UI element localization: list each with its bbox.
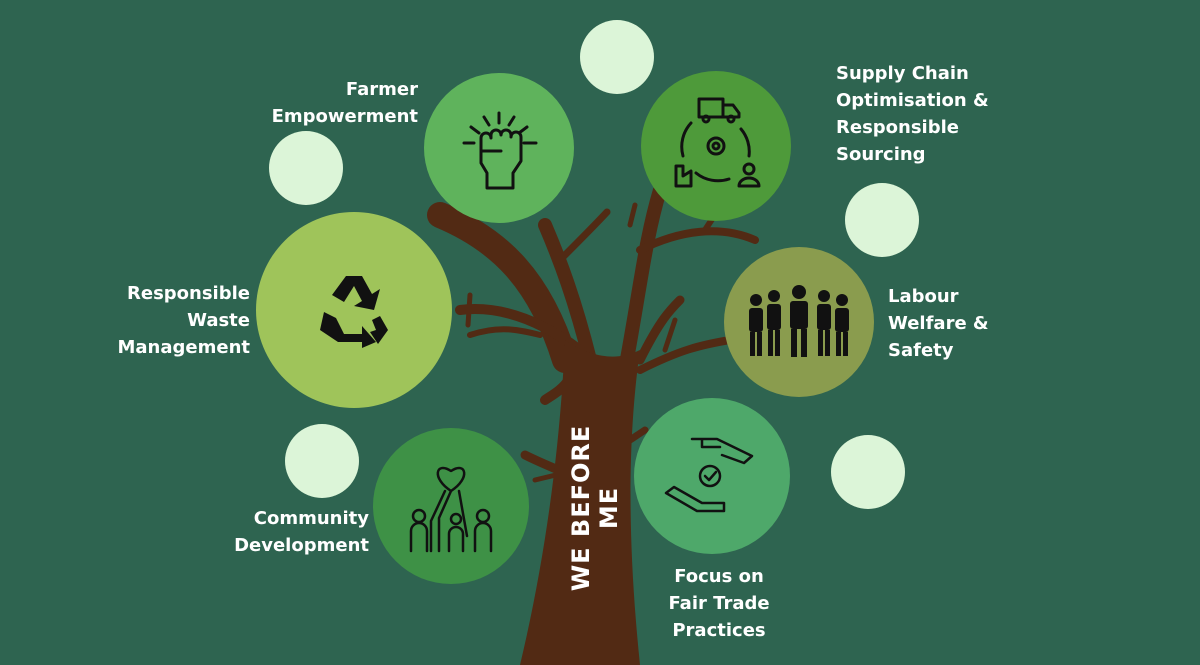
raised-fist-icon bbox=[462, 111, 538, 190]
label-line: Welfare & bbox=[888, 313, 989, 334]
label-line: Management bbox=[117, 337, 251, 358]
fair-trade-label: Focus on Fair Trade Practices bbox=[619, 563, 819, 644]
supply-chain-circle bbox=[641, 71, 791, 221]
label-line: Responsible bbox=[127, 283, 250, 304]
farmer-empowerment-label: Farmer Empowerment bbox=[272, 76, 418, 130]
label-line: Fair Trade bbox=[668, 593, 770, 614]
supply-chain-label: Supply Chain Optimisation & Responsible … bbox=[836, 60, 989, 168]
community-development-label: Community Development bbox=[234, 505, 369, 559]
decorative-dot bbox=[285, 424, 359, 498]
community-heart-icon bbox=[409, 466, 493, 553]
decorative-dot bbox=[269, 131, 343, 205]
decorative-dot bbox=[831, 435, 905, 509]
workers-group-icon bbox=[749, 285, 849, 357]
decorative-dot bbox=[845, 183, 919, 257]
label-line: Empowerment bbox=[271, 106, 418, 127]
label-line: Community bbox=[253, 508, 369, 529]
decorative-dot bbox=[580, 20, 654, 94]
waste-management-circle bbox=[256, 212, 452, 408]
waste-management-label: Responsible Waste Management bbox=[118, 280, 251, 361]
label-line: Supply Chain bbox=[836, 63, 969, 84]
label-line: Optimisation & bbox=[836, 90, 989, 111]
label-line: Labour bbox=[888, 286, 959, 307]
fair-trade-circle bbox=[634, 398, 790, 554]
farmer-empowerment-circle bbox=[424, 73, 574, 223]
label-line: Farmer bbox=[345, 79, 418, 100]
label-line: Safety bbox=[888, 340, 954, 361]
trunk-title: WE BEFORE ME bbox=[567, 424, 623, 592]
labour-welfare-label: Labour Welfare & Safety bbox=[888, 283, 989, 364]
label-line: Practices bbox=[672, 620, 766, 641]
supply-chain-cycle-icon bbox=[674, 97, 761, 188]
hands-check-icon bbox=[664, 437, 754, 513]
label-line: Focus on bbox=[674, 566, 764, 587]
label-line: Development bbox=[234, 535, 369, 556]
community-development-circle bbox=[373, 428, 529, 584]
labour-welfare-circle bbox=[724, 247, 874, 397]
label-line: Sourcing bbox=[836, 144, 926, 165]
recycle-icon bbox=[320, 276, 388, 348]
label-line: Waste bbox=[187, 310, 250, 331]
label-line: Responsible bbox=[836, 117, 959, 138]
